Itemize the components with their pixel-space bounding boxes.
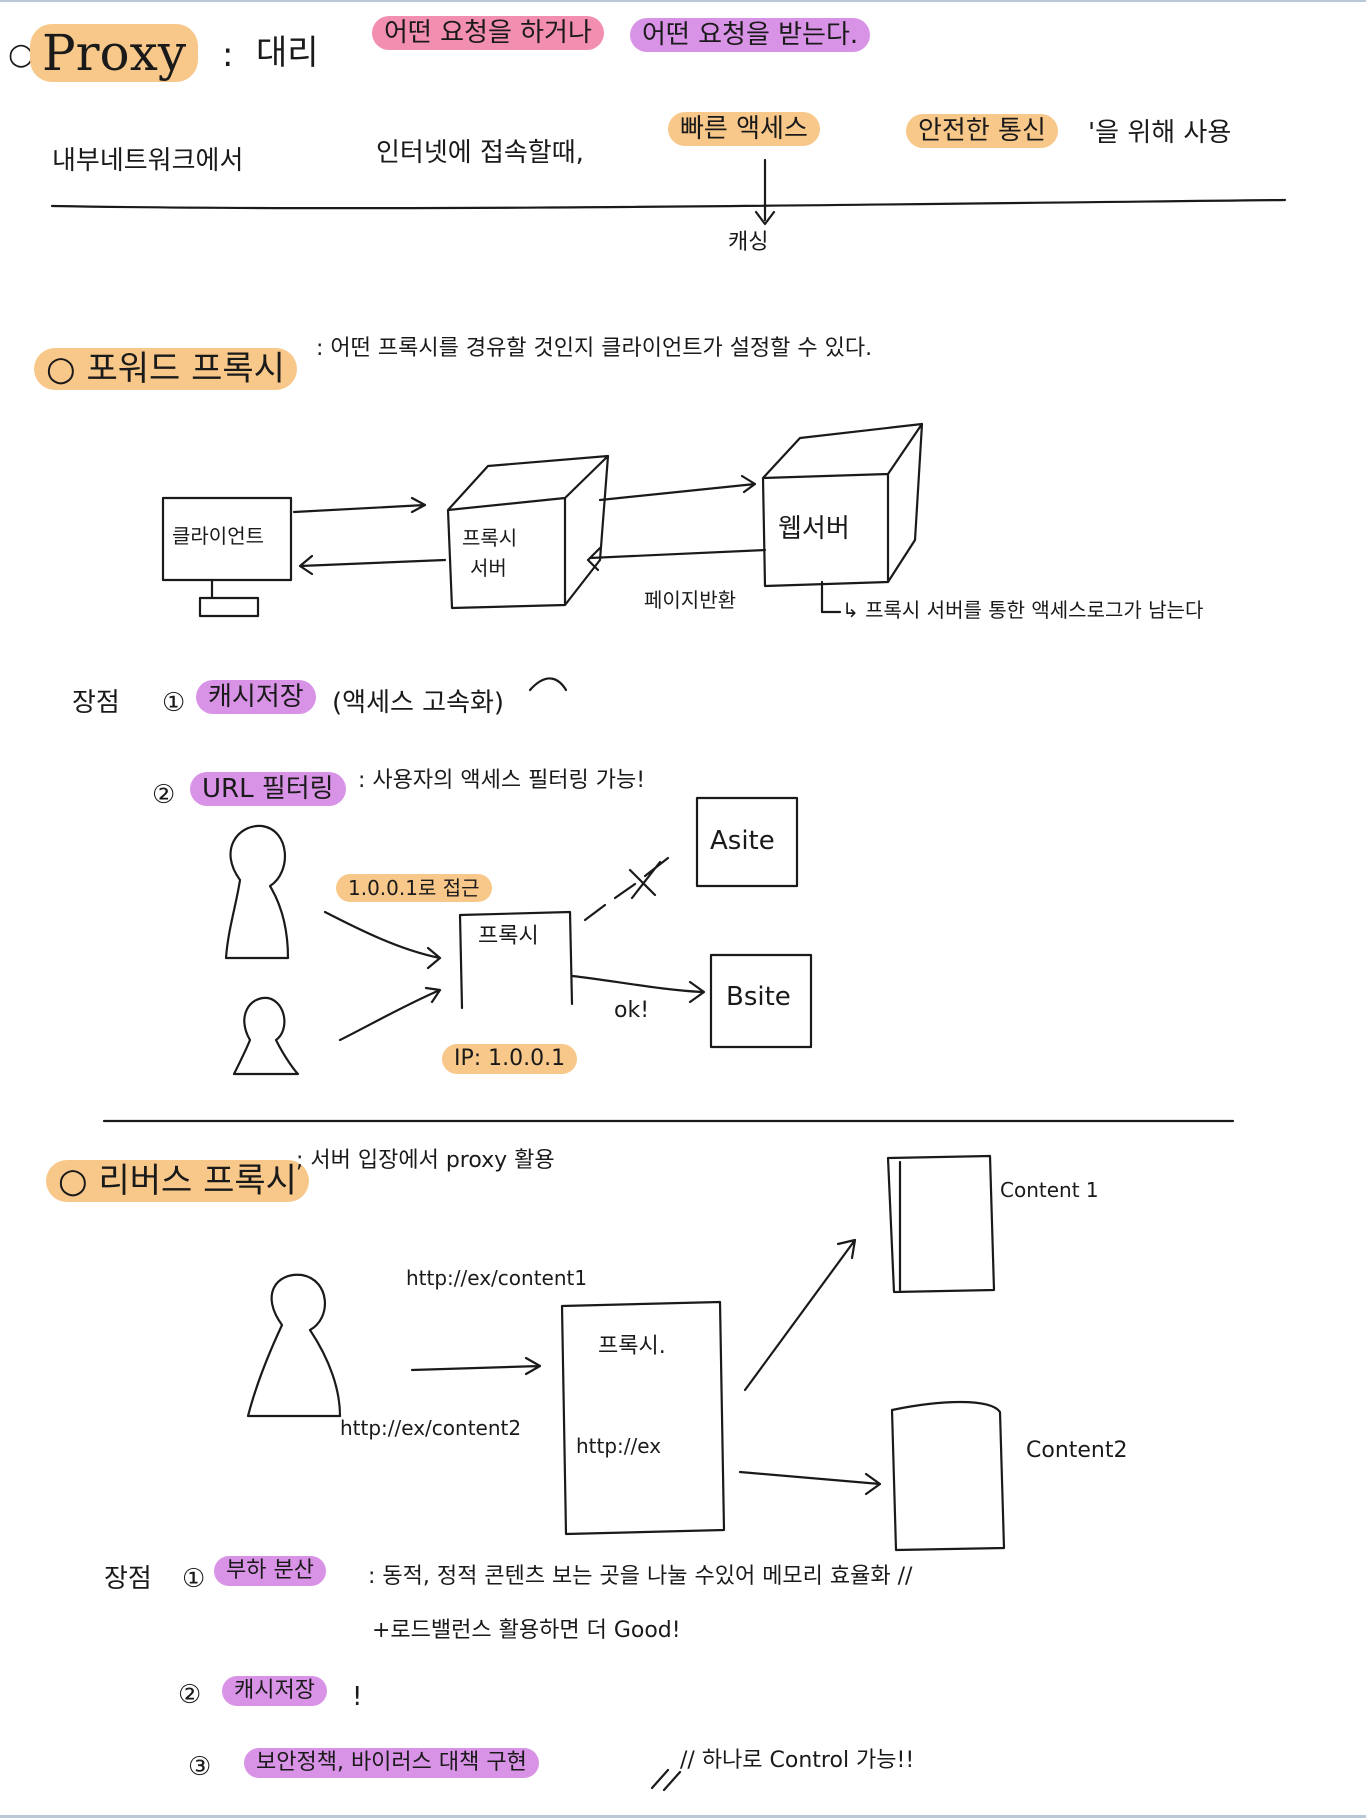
adv3-slashes (650, 1768, 682, 1792)
arrow-p2-proxy (338, 986, 442, 1042)
proxy-cube (446, 454, 610, 610)
purpose-tail: '을 위해 사용 (1088, 118, 1232, 148)
reverse-adv2-number: ② (178, 1680, 202, 1710)
diagram-return-label: 페이지반환 (644, 588, 736, 612)
arrow-proxy-client (298, 554, 447, 576)
filter-proxy-label: 프록시 (478, 924, 539, 949)
definition-word: 대리 (256, 33, 319, 73)
reverse-adv1-highlight: 부하 분산 (214, 1556, 326, 1586)
forward-proxy-title: ○ 포워드 프록시 (34, 348, 297, 390)
reverse-adv3-number: ③ (188, 1752, 212, 1782)
reverse-proxy-label: 프록시. (598, 1334, 666, 1359)
content2-box (890, 1400, 1006, 1552)
purpose-underline (50, 198, 1287, 210)
filter-asite-label: Asite (710, 826, 775, 856)
reverse-adv2-rest: ! (352, 1682, 363, 1712)
arrow-proxy-content2 (738, 1470, 882, 1496)
reverse-adv-label: 장점 (104, 1564, 152, 1594)
reverse-adv1-line2: +로드밸런스 활용하면 더 Good! (372, 1618, 681, 1643)
client-stand (198, 578, 260, 618)
forward-adv1-number: ① (162, 688, 186, 718)
purpose-mid: 인터넷에 접속할때, (376, 138, 584, 168)
forward-adv-label: 장점 (72, 688, 120, 718)
reverse-adv1-rest: : 동적, 정적 콘텐츠 보는 곳을 나눌 수있어 메모리 효율화 // (368, 1564, 913, 1589)
purpose-highlight-fast-access: 빠른 액세스 (668, 112, 820, 146)
arrow-proxy-web (598, 474, 757, 502)
reverse-proxy-desc: ; 서버 입장에서 proxy 활용 (296, 1148, 555, 1173)
definition-highlight-2: 어떤 요청을 받는다. (630, 18, 871, 52)
filter-proxy-box (458, 910, 574, 1010)
content2-label: Content2 (1026, 1438, 1128, 1463)
purpose-lead: 내부네트워크에서 (52, 146, 244, 176)
arrow-proxy-bsite (570, 974, 706, 1004)
arrow-proxy-content1 (743, 1238, 857, 1392)
diagram-client: 클라이언트 (172, 524, 264, 548)
cross-mark (628, 860, 662, 900)
content1-label: Content 1 (1000, 1178, 1099, 1202)
reverse-proxy-box (560, 1300, 726, 1536)
title-bullet: ○ (8, 37, 35, 72)
reverse-adv2-highlight: 캐시저장 (222, 1676, 327, 1706)
person1 (224, 824, 290, 960)
purpose-highlight-secure: 안전한 통신 (906, 114, 1058, 148)
definition-highlight-1: 어떤 요청을 하거나 (372, 16, 604, 50)
forward-adv2-rest: : 사용자의 액세스 필터링 가능! (358, 768, 646, 793)
reverse-proxy-title: ○ 리버스 프록시 (46, 1160, 309, 1202)
arrow-web-proxy (586, 546, 767, 572)
diagram-webserver: 웹서버 (778, 514, 850, 544)
curl-arrow (528, 677, 568, 692)
arrow-person-proxy (410, 1356, 542, 1376)
reverse-person (246, 1273, 342, 1418)
forward-adv1-rest: (액세스 고속화) (332, 688, 505, 718)
forward-proxy-desc: : 어떤 프록시를 경유할 것인지 클라이언트가 설정할 수 있다. (316, 336, 873, 361)
arrow-client-proxy (292, 496, 427, 514)
note-arrow (820, 580, 842, 614)
reverse-url2: http://ex/content2 (340, 1416, 522, 1440)
filter-ip-access: 1.0.0.1로 접근 (336, 874, 492, 902)
person2 (232, 996, 300, 1076)
forward-adv2-number: ② (152, 780, 176, 810)
bsite-box (709, 953, 813, 1049)
page-title: Proxy (30, 24, 199, 82)
diagram-proxy-line2: 서버 (470, 556, 507, 580)
asite-box (695, 796, 799, 888)
filter-bsite-label: Bsite (726, 982, 791, 1012)
filter-ip-label: IP: 1.0.0.1 (442, 1044, 578, 1074)
reverse-adv3-rest: // 하나로 Control 가능!! (680, 1748, 915, 1773)
reverse-adv3-highlight: 보안정책, 바이러스 대책 구현 (244, 1748, 539, 1778)
forward-adv1-highlight: 캐시저장 (196, 680, 316, 714)
diagram-log-note: ↳ 프록시 서버를 통한 액세스로그가 남는다 (842, 598, 1204, 622)
reverse-url1: http://ex/content1 (406, 1266, 588, 1290)
content1-box (886, 1154, 996, 1294)
reverse-adv1-number: ① (182, 1564, 206, 1594)
reverse-proxy-url: http://ex (576, 1434, 662, 1458)
forward-adv2-highlight: URL 필터링 (190, 772, 346, 806)
client-monitor (161, 496, 293, 582)
caching-arrow (754, 158, 776, 226)
webserver-cube (761, 422, 924, 588)
caching-note: 캐싱 (728, 230, 769, 255)
arrow-p1-proxy (323, 910, 442, 970)
filter-ok-label: ok! (614, 998, 650, 1023)
diagram-proxy-line1: 프록시 (462, 526, 518, 550)
title-colon: : (222, 35, 234, 75)
